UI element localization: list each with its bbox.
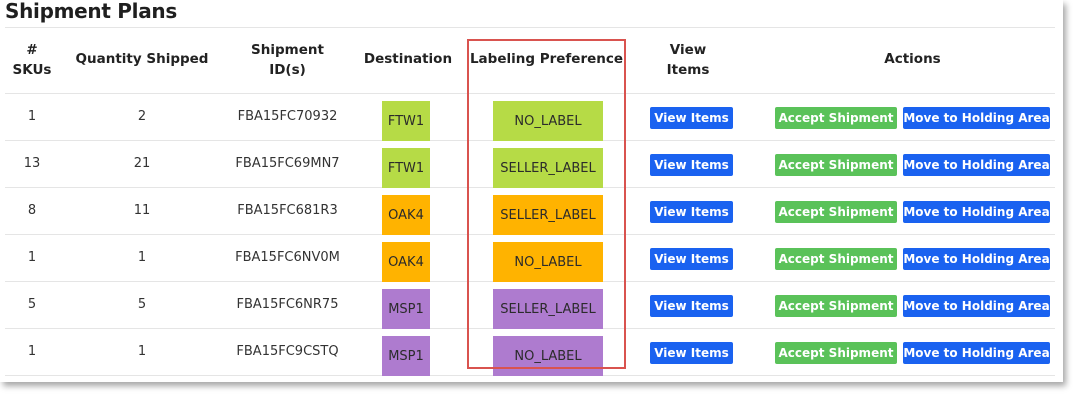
- destination-badge: OAK4: [382, 195, 430, 235]
- sku-count-cell: 1: [27, 108, 37, 124]
- header-actions: Actions: [884, 51, 941, 67]
- accept-shipment-button[interactable]: Accept Shipment: [775, 341, 897, 364]
- accept-shipment-button[interactable]: Accept Shipment: [775, 153, 897, 176]
- quantity-shipped-cell: 11: [133, 202, 151, 218]
- sku-count-cell: 5: [27, 296, 37, 312]
- move-to-holding-area-button[interactable]: Move to Holding Area: [903, 341, 1050, 364]
- destination-badge: MSP1: [382, 336, 430, 376]
- view-items-button[interactable]: View Items: [650, 247, 733, 270]
- move-to-holding-area-button[interactable]: Move to Holding Area: [903, 200, 1050, 223]
- page-title: Shipment Plans: [5, 0, 177, 23]
- labeling-preference-badge: SELLER_LABEL: [493, 148, 603, 188]
- header-quantity: Quantity Shipped: [75, 51, 209, 67]
- header-shipment-id-label: Shipment ID(s): [251, 42, 324, 78]
- view-items-button[interactable]: View Items: [650, 341, 733, 364]
- accept-shipment-button[interactable]: Accept Shipment: [775, 294, 897, 317]
- header-top-divider: [5, 27, 1055, 28]
- shipment-id-cell: FBA15FC69MN7: [235, 155, 340, 171]
- header-skus: # SKUs: [10, 40, 54, 80]
- shipment-id-cell: FBA15FC6NR75: [236, 296, 339, 312]
- destination-badge: OAK4: [382, 242, 430, 282]
- header-shipment-id: Shipment ID(s): [240, 40, 335, 80]
- view-items-button[interactable]: View Items: [650, 106, 733, 129]
- header-destination: Destination: [363, 51, 453, 67]
- sku-count-cell: 8: [27, 202, 37, 218]
- quantity-shipped-cell: 1: [137, 343, 147, 359]
- quantity-shipped-cell: 1: [137, 249, 147, 265]
- sku-count-cell: 13: [23, 155, 41, 171]
- header-labeling-preference: Labeling Preference: [469, 51, 624, 67]
- destination-badge: FTW1: [382, 148, 430, 188]
- quantity-shipped-cell: 2: [137, 108, 147, 124]
- move-to-holding-area-button[interactable]: Move to Holding Area: [903, 106, 1050, 129]
- quantity-shipped-cell: 5: [137, 296, 147, 312]
- shipment-id-cell: FBA15FC681R3: [237, 202, 338, 218]
- move-to-holding-area-button[interactable]: Move to Holding Area: [903, 153, 1050, 176]
- labeling-preference-badge: NO_LABEL: [493, 242, 603, 282]
- sku-count-cell: 1: [27, 343, 37, 359]
- view-items-button[interactable]: View Items: [650, 200, 733, 223]
- labeling-preference-badge: SELLER_LABEL: [493, 289, 603, 329]
- shipment-plans-panel: Shipment Plans # SKUs Quantity Shipped S…: [5, 0, 1055, 376]
- labeling-preference-badge: NO_LABEL: [493, 101, 603, 141]
- quantity-shipped-cell: 21: [133, 155, 151, 171]
- labeling-preference-badge: NO_LABEL: [493, 336, 603, 376]
- move-to-holding-area-button[interactable]: Move to Holding Area: [903, 247, 1050, 270]
- destination-badge: FTW1: [382, 101, 430, 141]
- header-view-items-label: View Items: [666, 42, 710, 78]
- labeling-preference-badge: SELLER_LABEL: [493, 195, 603, 235]
- view-items-button[interactable]: View Items: [650, 153, 733, 176]
- shipment-id-cell: FBA15FC9CSTQ: [236, 343, 339, 359]
- header-skus-label: # SKUs: [12, 42, 52, 78]
- accept-shipment-button[interactable]: Accept Shipment: [775, 106, 897, 129]
- accept-shipment-button[interactable]: Accept Shipment: [775, 200, 897, 223]
- labeling-preference-highlight: [467, 39, 626, 369]
- header-bottom-divider: [5, 93, 1055, 94]
- destination-badge: MSP1: [382, 289, 430, 329]
- move-to-holding-area-button[interactable]: Move to Holding Area: [903, 294, 1050, 317]
- header-view-items: View Items: [648, 40, 728, 80]
- accept-shipment-button[interactable]: Accept Shipment: [775, 247, 897, 270]
- shipment-id-cell: FBA15FC6NV0M: [235, 249, 340, 265]
- shipment-id-cell: FBA15FC70932: [237, 108, 338, 124]
- view-items-button[interactable]: View Items: [650, 294, 733, 317]
- sku-count-cell: 1: [27, 249, 37, 265]
